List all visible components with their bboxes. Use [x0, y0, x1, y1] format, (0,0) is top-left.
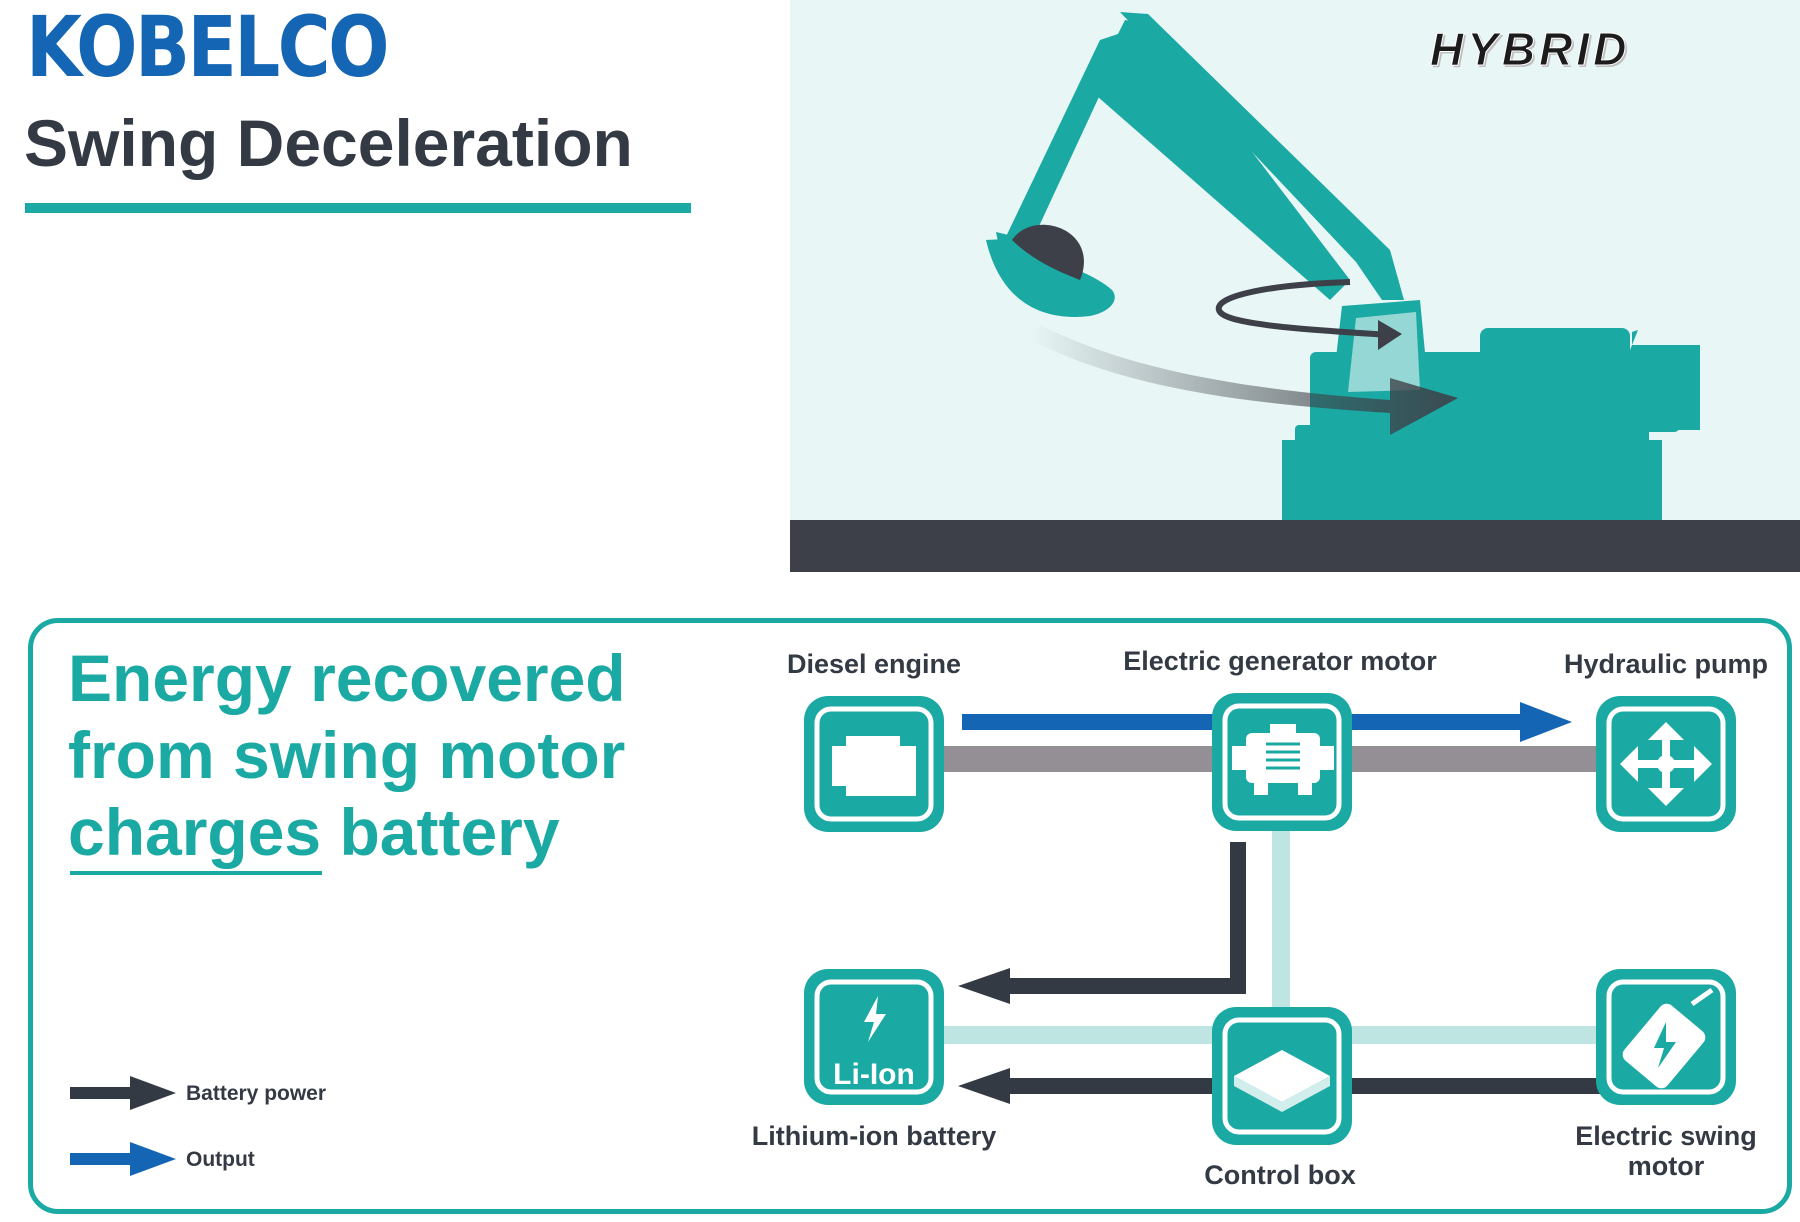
battery-label: Lithium-ion battery [752, 1121, 997, 1151]
panel-headline: Energy recovered from swing motor charge… [68, 640, 708, 871]
title-underline [25, 203, 691, 213]
battery-icon-text: Li-Ion [833, 1058, 915, 1091]
lightning-icon [864, 996, 886, 1042]
battery-node: Li-Ion Lithium-ion battery [752, 969, 997, 1151]
headline-underline [70, 871, 322, 875]
pump-icon [1620, 722, 1712, 806]
legend-output: Output [70, 1142, 255, 1176]
generator-motor-label: Electric generator motor [1123, 646, 1437, 676]
control-box-icon [1234, 1050, 1330, 1112]
swing-motor-node: Electric swing motor [1575, 969, 1757, 1181]
generator-to-battery-arrow [958, 842, 1246, 1004]
engine-icon [832, 736, 916, 796]
diesel-engine-label: Diesel engine [787, 649, 961, 679]
hydraulic-pump-node: Hydraulic pump [1564, 649, 1768, 832]
energy-flow-panel [28, 618, 1792, 1214]
excavator-icon [986, 12, 1700, 520]
headline-line-2: from swing motor [68, 718, 626, 792]
hybrid-badge: HYBRID [1429, 23, 1631, 76]
electric-link-vertical [1272, 818, 1290, 1028]
headline-line-1: Energy recovered [68, 641, 626, 715]
diesel-engine-node: Diesel engine [787, 649, 961, 832]
motor-icon [1232, 724, 1334, 795]
ground [790, 520, 1800, 572]
legend: Battery power Output [70, 1076, 326, 1176]
generator-motor-node: Electric generator motor [1123, 646, 1437, 831]
swing-motor-label-line2: motor [1628, 1151, 1705, 1181]
swing-motor-label-line1: Electric swing [1575, 1121, 1757, 1151]
bucket-load [1012, 224, 1084, 280]
control-box-node: Control box [1204, 1007, 1356, 1190]
legend-battery-power: Battery power [70, 1076, 326, 1110]
control-box-label: Control box [1204, 1160, 1355, 1190]
swing-motor-icon [1622, 987, 1714, 1089]
hydraulic-pump-label: Hydraulic pump [1564, 649, 1768, 679]
swing-sweep-arrow [1030, 325, 1458, 435]
motor-icon-lines [1266, 742, 1300, 770]
kobelco-logo: KOBELCO [26, 0, 390, 96]
energy-flow-diagram: Diesel engine Electric generator motor [70, 646, 1768, 1190]
swing-rotation-arrow [1215, 279, 1402, 350]
excavator-scene [790, 0, 1800, 572]
legend-battery-power-label: Battery power [186, 1082, 326, 1105]
page-title: Swing Deceleration [24, 106, 633, 180]
legend-output-label: Output [186, 1148, 255, 1171]
headline-line-3: charges battery [68, 795, 560, 869]
